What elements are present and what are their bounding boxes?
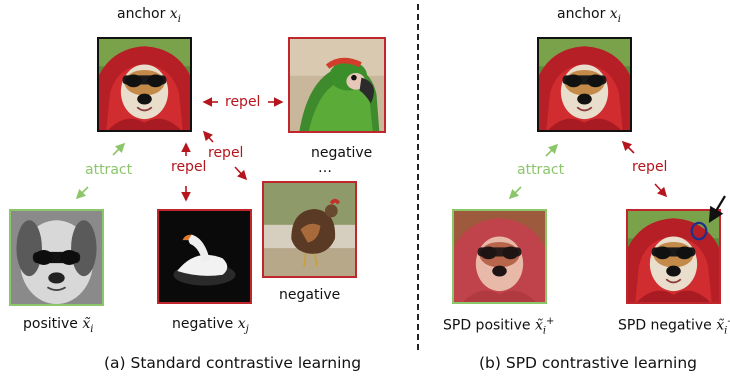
negative-label-parrot: negative <box>311 145 373 161</box>
repel-arrow-diag-up <box>202 130 214 143</box>
spd-negative-image <box>626 209 721 304</box>
negative-label-swan: negative xj <box>172 316 249 335</box>
anchor-image-left <box>97 37 192 132</box>
repel-arrow-diag-down <box>234 166 248 181</box>
repel-label-top: repel <box>225 94 261 110</box>
repel-label-diagonal: repel <box>208 145 244 161</box>
attract-label-right: attract <box>517 162 565 178</box>
swan-image <box>157 209 252 304</box>
repel-label-right: repel <box>632 159 668 175</box>
anchor-image-right <box>537 37 632 132</box>
attract-arrow-down-left <box>75 186 89 200</box>
caption-right: (b) SPD contrastive learning <box>479 354 698 372</box>
caption-left: (a) Standard contrastive learning <box>104 354 362 372</box>
anchor-label-left: anchor xi <box>117 6 181 25</box>
attract-label-left: attract <box>85 162 133 178</box>
negative-label-chicken: negative <box>279 287 341 303</box>
divider <box>417 4 419 350</box>
ellipsis: … <box>318 160 332 176</box>
spd-negative-label: SPD negative x̃i- <box>618 316 730 337</box>
repel-arrow-up-right <box>621 140 635 154</box>
positive-image-left <box>9 209 104 306</box>
chicken-image <box>262 181 357 278</box>
attract-arrow-up-left <box>112 142 126 156</box>
anchor-label-right: anchor xi <box>557 6 621 25</box>
spd-positive-label: SPD positive x̃i+ <box>443 316 555 337</box>
repel-label-middle: repel <box>171 159 207 175</box>
positive-label-left: positive x̃i <box>23 316 94 335</box>
spd-positive-image <box>452 209 547 304</box>
attract-arrow-down-right <box>508 186 522 200</box>
parrot-image <box>288 37 386 133</box>
repel-arrow-down-right <box>654 183 668 198</box>
attract-arrow-up-right <box>545 143 559 157</box>
